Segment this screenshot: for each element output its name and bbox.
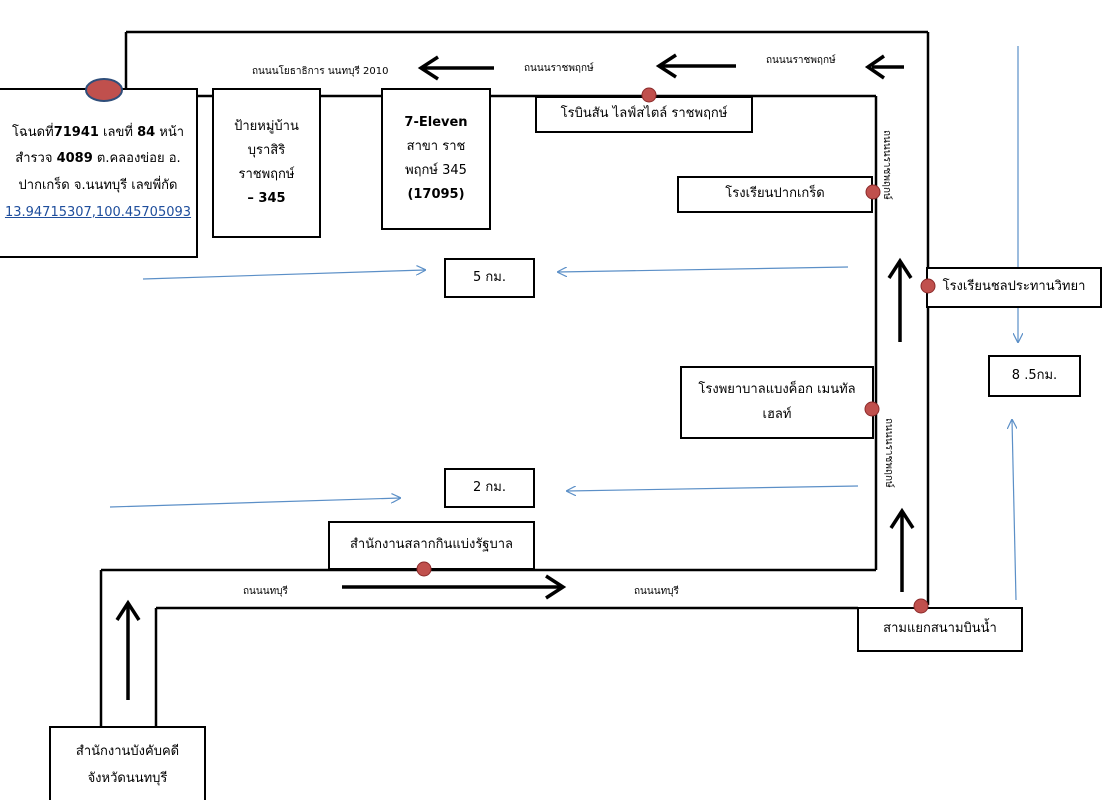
distance-arrow-2km-left [109,498,400,508]
distance-arrow-5km-left [142,270,425,280]
land-coordinates-link[interactable]: 13.94715307,100.45705093 [4,204,192,220]
seven-eleven-box: 7-Eleven สาขา ราช พฤกษ์ 345 (17095) [381,88,491,230]
seven-eleven-line-2: สาขา ราช [406,138,466,154]
village-line-3: ราชพฤกษ์ [238,167,295,182]
direction-arrow-top-right [864,54,904,80]
direction-arrow-top-mid [655,53,736,79]
road-label-top-right: ถนนนราชพฤกษ์ [766,55,836,66]
land-plot-line-1: โฉนดที่71941 เลขที่ 84 หน้า [11,124,185,140]
distance-arrow-5km-right [558,266,849,272]
land-plot-line-2: สำรวจ 4089 ต.คลองข่อย อ. [15,151,181,167]
land-plot-info-box: โฉนดที่71941 เลขที่ 84 หน้า สำรวจ 4089 ต… [0,88,198,258]
direction-arrow-right-upper [887,257,913,342]
distance-2km-box: 2 กม. [444,468,535,508]
office-line-2: จังหวัดนนทบุรี [87,771,168,786]
distance-8-5km-box: 8 .5กม. [988,355,1081,397]
hospital-line-1: โรงพยาบาลแบงค็อก เมนทัล [698,381,856,397]
village-line-4: – 345 [247,191,286,207]
road-label-bottom-left: ถนนนทบุรี [243,586,288,597]
road-label-top-mid: ถนนนราชพฤกษ์ [524,63,594,74]
village-line-1: ป้ายหมู่บ้าน [234,118,299,134]
village-sign-box: ป้ายหมู่บ้าน บุราสิริ ราชพฤกษ์ – 345 [212,88,321,238]
junction-box: สามแยกสนามบินน้ำ [857,607,1023,652]
road-label-right-lower: ถนนนราชพฤกษ์ [883,418,894,488]
direction-arrow-bottom [342,574,567,600]
school-pakkret-box: โรงเรียนปากเกร็ด [677,176,873,213]
road-label-top-left: ถนนนโยธาธิการ นนทบุรี 2010 [252,66,389,77]
office-line-1: สำนักงานบังคับคดี [75,743,180,759]
direction-arrow-left-bottom [115,599,141,700]
school-chonprathan-box: โรงเรียนชลประทานวิทยา [926,267,1102,308]
direction-arrow-top-left [417,55,494,81]
seven-eleven-line-3: พฤกษ์ 345 [405,163,467,178]
hospital-line-2: เฮลท์ [762,406,792,422]
seven-eleven-line-1: 7-Eleven [404,114,468,130]
hospital-box: โรงพยาบาลแบงค็อก เมนทัล เฮลท์ [680,366,874,439]
distance-5km-box: 5 กม. [444,258,535,298]
village-line-2: บุราสิริ [247,142,286,158]
robinson-box: โรบินสัน ไลฟ์สไตล์ ราชพฤกษ์ [535,96,753,133]
direction-arrow-right-lower [889,507,915,592]
distance-arrow-85km-bottom [1012,420,1016,601]
land-plot-line-3: ปากเกร็ด จ.นนทบุรี เลขพี่กัด [18,178,178,193]
enforcement-office-box: สำนักงานบังคับคดี จังหวัดนนทบุรี [49,726,206,800]
distance-arrow-2km-right [567,485,859,491]
road-label-bottom-right: ถนนนทบุรี [634,586,679,597]
lottery-office-box: สำนักงานสลากกินแบ่งรัฐบาล [328,521,535,570]
seven-eleven-line-4: (17095) [407,187,465,203]
road-label-right-upper: ถนนนราชพฤกษ์ [881,130,892,200]
